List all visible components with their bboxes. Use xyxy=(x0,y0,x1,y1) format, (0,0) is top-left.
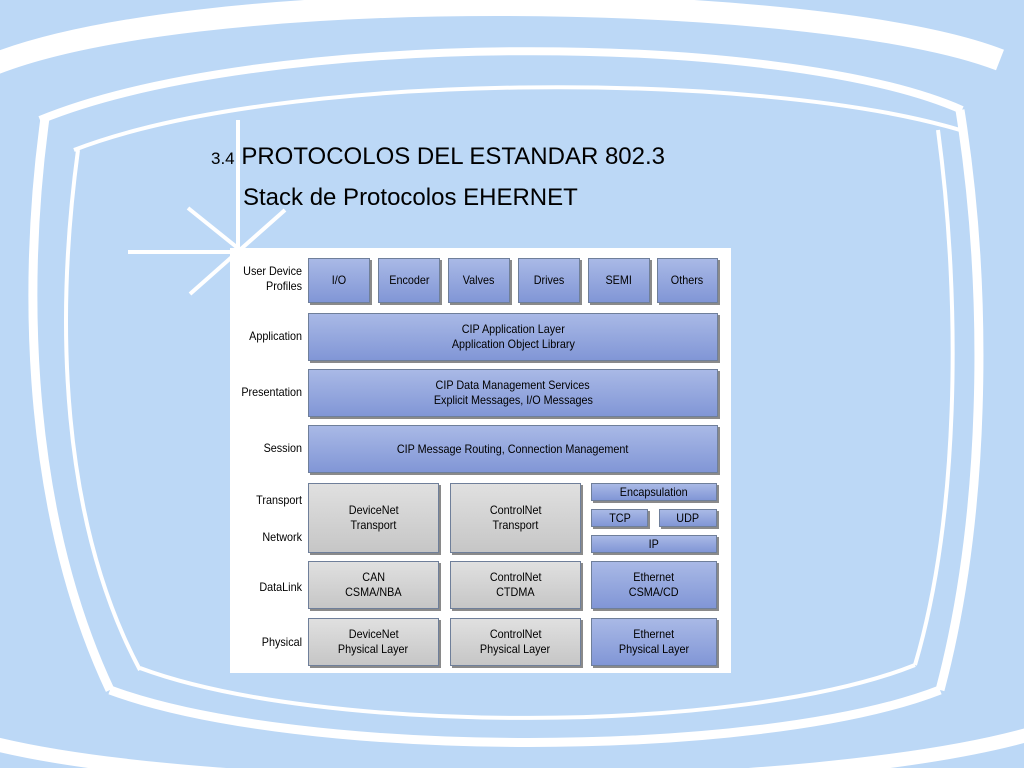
profile-valves: Valves xyxy=(448,258,510,303)
devicenet-physical-box: DeviceNet Physical Layer xyxy=(308,618,439,666)
box-line: ControlNet xyxy=(489,503,542,517)
layer-label-transport: Transport xyxy=(256,493,302,507)
layer-label-line: User Device xyxy=(243,264,302,278)
box-line: UDP xyxy=(676,510,700,525)
profile-semi: SEMI xyxy=(588,258,650,303)
profile-label: Valves xyxy=(463,273,495,287)
box-line: Explicit Messages, I/O Messages xyxy=(433,393,593,407)
box-line: CSMA/CD xyxy=(629,585,679,599)
box-line: DeviceNet xyxy=(348,503,399,517)
box-line: ControlNet xyxy=(489,570,542,584)
udp-box: UDP xyxy=(659,509,717,527)
box-line: Physical Layer xyxy=(338,642,409,656)
box-line: Transport xyxy=(492,518,539,532)
devicenet-transport-box: DeviceNet Transport xyxy=(308,483,439,553)
box-line: CIP Application Layer xyxy=(461,322,565,336)
layer-label-user-device-profiles: User Device Profiles xyxy=(237,264,302,294)
profile-label: I/O xyxy=(331,273,347,287)
profile-label: Others xyxy=(671,273,704,287)
layer-label-session: Session xyxy=(263,441,302,455)
can-datalink-box: CAN CSMA/NBA xyxy=(308,561,439,609)
profile-drives: Drives xyxy=(518,258,580,303)
box-line: CSMA/NBA xyxy=(345,585,402,599)
layer-label-network: Network xyxy=(262,530,302,544)
tcp-box: TCP xyxy=(591,509,648,527)
section-heading: PROTOCOLOS DEL ESTANDAR 802.3 xyxy=(241,143,666,170)
layer-label-presentation: Presentation xyxy=(241,385,302,399)
slide-subtitle: Stack de Protocolos EHERNET xyxy=(243,184,578,211)
controlnet-transport-box: ControlNet Transport xyxy=(450,483,581,553)
application-layer-box: CIP Application Layer Application Object… xyxy=(308,313,718,361)
controlnet-physical-box: ControlNet Physical Layer xyxy=(450,618,581,666)
box-line: TCP xyxy=(608,510,631,525)
profile-io: I/O xyxy=(308,258,370,303)
ip-box: IP xyxy=(591,535,717,553)
profile-label: Encoder xyxy=(388,273,430,287)
layer-label-physical: Physical xyxy=(261,635,302,649)
encapsulation-box: Encapsulation xyxy=(591,483,717,501)
layer-label-datalink: DataLink xyxy=(259,580,302,594)
box-line: IP xyxy=(648,536,660,551)
profile-label: Drives xyxy=(533,273,565,287)
box-line: DeviceNet xyxy=(348,627,399,641)
session-layer-box: CIP Message Routing, Connection Manageme… xyxy=(308,425,718,473)
protocol-stack-diagram: User Device Profiles Application Present… xyxy=(230,248,731,673)
section-number: 3.4 xyxy=(211,149,235,168)
box-line: Transport xyxy=(350,518,397,532)
box-line: Application Object Library xyxy=(451,337,575,351)
layer-label-application: Application xyxy=(249,329,302,343)
box-line: Ethernet xyxy=(633,570,675,584)
profile-label: SEMI xyxy=(605,273,633,287)
box-line: CIP Data Management Services xyxy=(435,378,591,392)
profile-others: Others xyxy=(657,258,718,303)
box-line: CAN xyxy=(362,570,385,584)
ethernet-datalink-box: Ethernet CSMA/CD xyxy=(591,561,717,609)
box-line: Physical Layer xyxy=(480,642,551,656)
controlnet-datalink-box: ControlNet CTDMA xyxy=(450,561,581,609)
ethernet-physical-box: Ethernet Physical Layer xyxy=(591,618,717,666)
box-line: CTDMA xyxy=(496,585,535,599)
box-line: ControlNet xyxy=(489,627,542,641)
profile-encoder: Encoder xyxy=(378,258,440,303)
layer-label-line: Profiles xyxy=(265,279,302,293)
box-line: CIP Message Routing, Connection Manageme… xyxy=(397,441,629,456)
box-line: Encapsulation xyxy=(620,484,688,499)
box-line: Physical Layer xyxy=(618,642,690,656)
slide-title: 3.4 PROTOCOLOS DEL ESTANDAR 802.3 xyxy=(211,143,665,171)
presentation-layer-box: CIP Data Management Services Explicit Me… xyxy=(308,369,718,417)
box-line: Ethernet xyxy=(633,627,675,641)
